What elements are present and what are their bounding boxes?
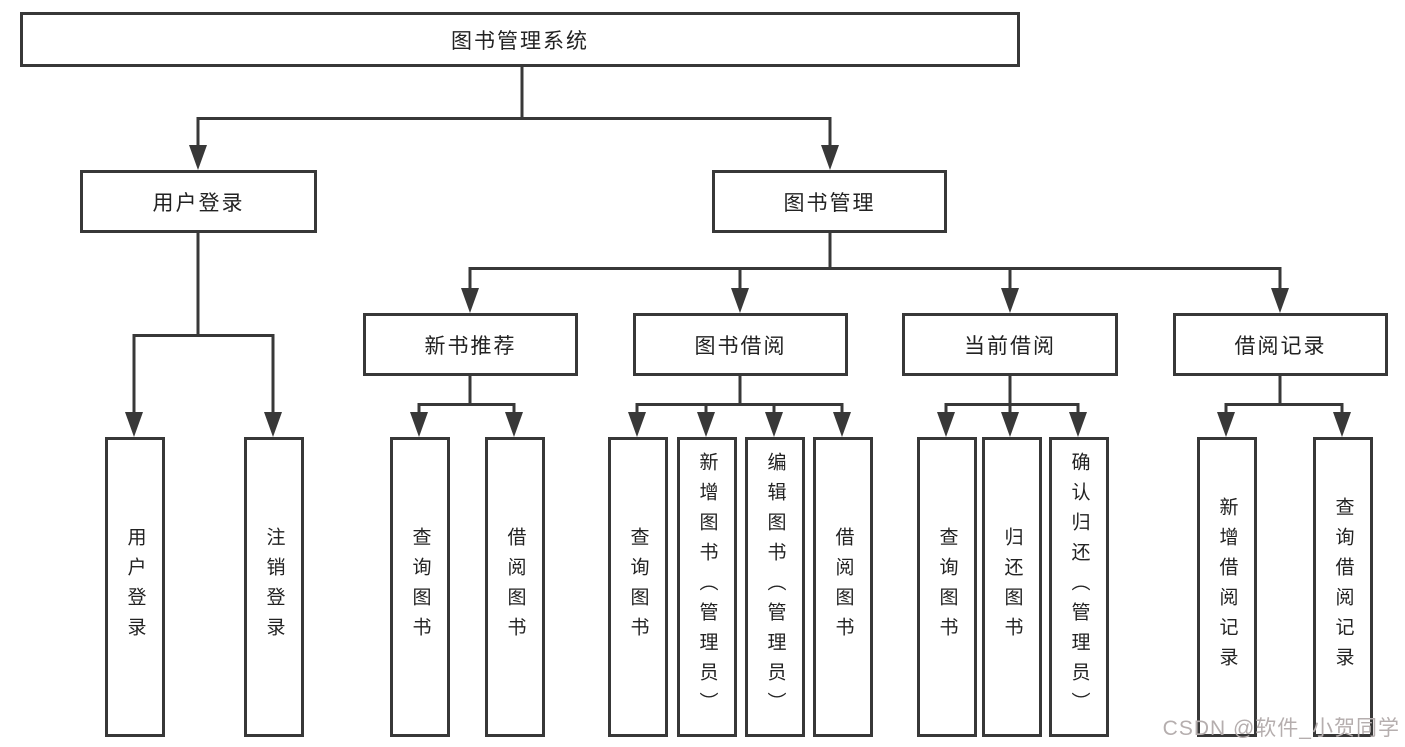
node-new-book-recommend-label: 新书推荐 <box>424 334 517 358</box>
node-new-book-recommend: 新书推荐 <box>363 313 578 376</box>
leaf-borrow-borrow-books-label: 借阅图书 <box>832 527 854 647</box>
leaf-records-query-record: 查询借阅记录 <box>1313 437 1373 737</box>
leaf-recommend-borrow-books: 借阅图书 <box>485 437 545 737</box>
leaf-borrow-borrow-books: 借阅图书 <box>813 437 873 737</box>
leaf-records-add-record: 新增借阅记录 <box>1197 437 1257 737</box>
leaf-borrow-query-books: 查询图书 <box>608 437 668 737</box>
leaf-current-return-books-label: 归还图书 <box>1001 527 1023 647</box>
node-book-borrow-label: 图书借阅 <box>694 334 787 358</box>
node-book-borrow: 图书借阅 <box>633 313 848 376</box>
connector-borrow-split <box>635 376 844 418</box>
leaf-records-query-record-label: 查询借阅记录 <box>1332 497 1354 677</box>
leaf-logout: 注销登录 <box>244 437 304 737</box>
leaf-borrow-add-books: 新增图书（管理员） <box>677 437 737 737</box>
leaf-borrow-query-books-label: 查询图书 <box>627 527 649 647</box>
leaf-current-query-books-label: 查询图书 <box>936 527 958 647</box>
arrowhead <box>833 412 851 437</box>
leaf-current-return-books: 归还图书 <box>982 437 1042 737</box>
node-book-management: 图书管理 <box>712 170 947 233</box>
arrowhead <box>505 412 523 437</box>
arrowhead <box>189 145 207 170</box>
arrowhead <box>731 288 749 313</box>
leaf-user-login-label: 用户登录 <box>124 527 146 647</box>
node-borrow-records-label: 借阅记录 <box>1234 334 1327 358</box>
arrowhead <box>765 412 783 437</box>
arrowhead <box>1001 412 1019 437</box>
leaf-records-add-record-label: 新增借阅记录 <box>1216 497 1238 677</box>
node-borrow-records: 借阅记录 <box>1173 313 1388 376</box>
leaf-logout-label: 注销登录 <box>263 527 285 647</box>
node-user-login-label: 用户登录 <box>152 191 245 215</box>
connector-records-split <box>1224 376 1344 418</box>
csdn-watermark: CSDN @软件_小贺同学 <box>1162 717 1400 740</box>
arrowhead <box>937 412 955 437</box>
connector-root-split <box>196 67 832 152</box>
leaf-borrow-edit-books: 编辑图书（管理员） <box>745 437 805 737</box>
arrowhead <box>821 145 839 170</box>
node-current-borrow: 当前借阅 <box>902 313 1118 376</box>
connector-user-login-split <box>132 233 275 418</box>
connector-current-split <box>944 376 1080 418</box>
arrowhead <box>1001 288 1019 313</box>
arrowhead <box>628 412 646 437</box>
leaf-recommend-query-books: 查询图书 <box>390 437 450 737</box>
arrowhead <box>1271 288 1289 313</box>
leaf-recommend-query-books-label: 查询图书 <box>409 527 431 647</box>
arrowhead <box>1069 412 1087 437</box>
connector-book-management-split <box>468 233 1282 295</box>
arrowhead <box>125 412 143 437</box>
leaf-current-confirm-return-label: 确认归还（管理员） <box>1068 452 1090 722</box>
node-book-management-label: 图书管理 <box>783 191 876 215</box>
node-root: 图书管理系统 <box>20 12 1020 67</box>
connector-recommend-split <box>417 376 516 418</box>
arrowhead <box>1333 412 1351 437</box>
arrowheads <box>125 145 1351 437</box>
node-root-label: 图书管理系统 <box>451 29 589 53</box>
node-user-login: 用户登录 <box>80 170 317 233</box>
arrowhead <box>410 412 428 437</box>
leaf-recommend-borrow-books-label: 借阅图书 <box>504 527 526 647</box>
arrowhead <box>697 412 715 437</box>
leaf-borrow-edit-books-label: 编辑图书（管理员） <box>764 452 786 722</box>
leaf-current-confirm-return: 确认归还（管理员） <box>1049 437 1109 737</box>
node-current-borrow-label: 当前借阅 <box>964 334 1056 358</box>
arrowhead <box>1217 412 1235 437</box>
arrowhead <box>461 288 479 313</box>
arrowhead <box>264 412 282 437</box>
leaf-borrow-add-books-label: 新增图书（管理员） <box>696 452 718 722</box>
leaf-current-query-books: 查询图书 <box>917 437 977 737</box>
leaf-user-login: 用户登录 <box>105 437 165 737</box>
